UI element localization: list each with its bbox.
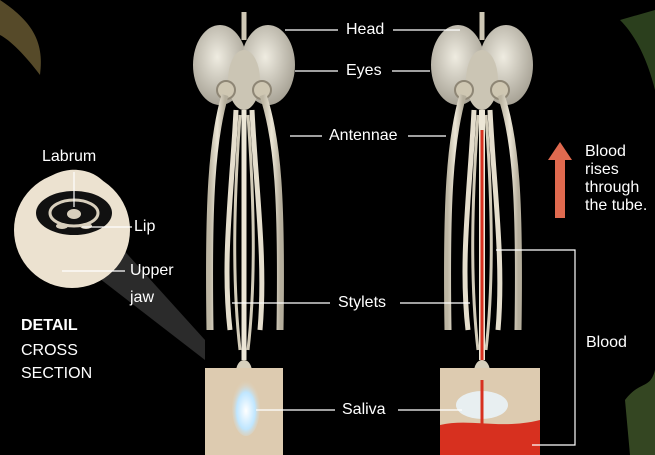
blood-rises-caption: Blood rises through the tube. <box>585 143 647 215</box>
blood-rises-line-4: the tube. <box>585 197 647 215</box>
label-cross: CROSS <box>21 342 78 360</box>
blood-rising-arrow <box>548 142 572 218</box>
label-stylets: Stylets <box>338 294 386 312</box>
label-upper-jaw-line1: Upper <box>130 262 174 280</box>
label-head: Head <box>346 21 384 39</box>
blood-rises-line-2: rises <box>585 161 647 179</box>
label-blood: Blood <box>586 334 627 352</box>
label-section: SECTION <box>21 365 92 383</box>
blood-rises-line-3: through <box>585 179 647 197</box>
label-labrum: Labrum <box>42 148 96 166</box>
label-lip: Lip <box>134 218 155 236</box>
blood-rises-line-1: Blood <box>585 143 647 161</box>
label-upper-jaw-line2: jaw <box>130 289 154 307</box>
label-eyes: Eyes <box>346 62 382 80</box>
cross-section <box>14 170 130 288</box>
mosquito-left <box>193 12 295 455</box>
label-detail: DETAIL <box>21 317 78 335</box>
mosquito-right <box>431 12 540 455</box>
label-saliva: Saliva <box>342 401 386 419</box>
label-antennae: Antennae <box>329 127 398 145</box>
